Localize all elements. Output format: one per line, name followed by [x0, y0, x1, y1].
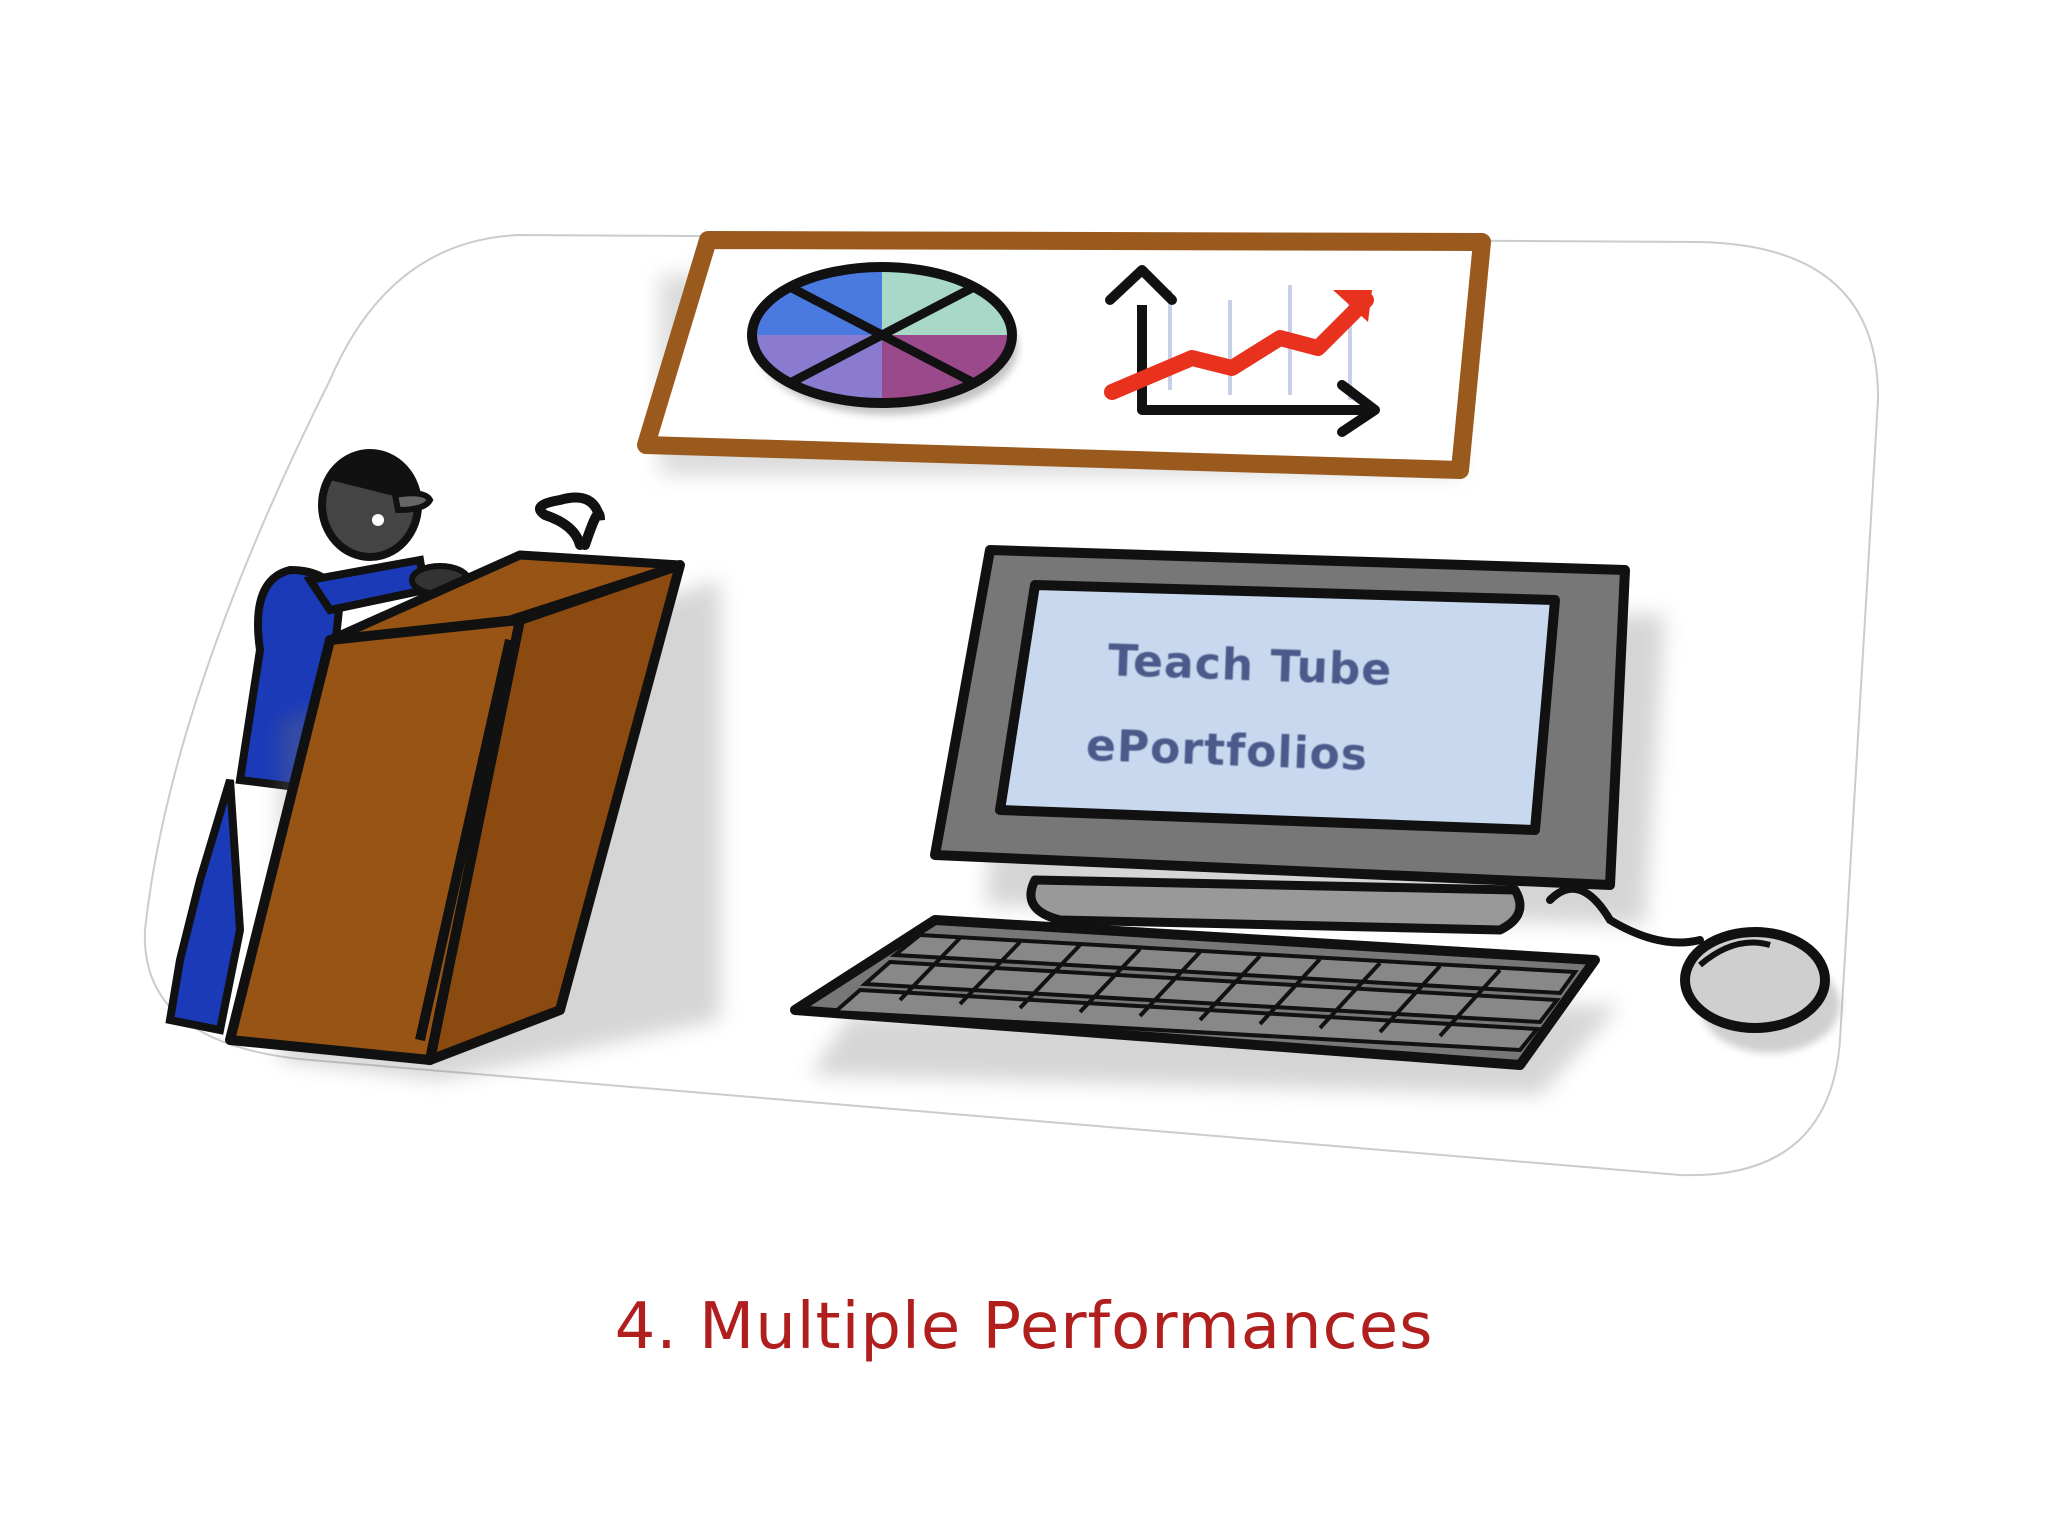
desktop-computer-icon	[930, 545, 1665, 935]
screen-line-teach-tube: Teach Tube	[1107, 635, 1394, 696]
keyboard-icon	[790, 915, 1620, 1095]
rising-line-chart-icon	[1104, 265, 1380, 437]
framed-charts-icon	[637, 231, 1491, 479]
slide-caption: 4. Multiple Performances	[614, 1290, 1434, 1364]
pie-chart-icon	[747, 262, 1018, 415]
person-at-podium-icon	[165, 449, 720, 1080]
mouse-icon	[1546, 884, 1840, 1053]
screen-line-eportfolios: ePortfolios	[1085, 720, 1369, 781]
